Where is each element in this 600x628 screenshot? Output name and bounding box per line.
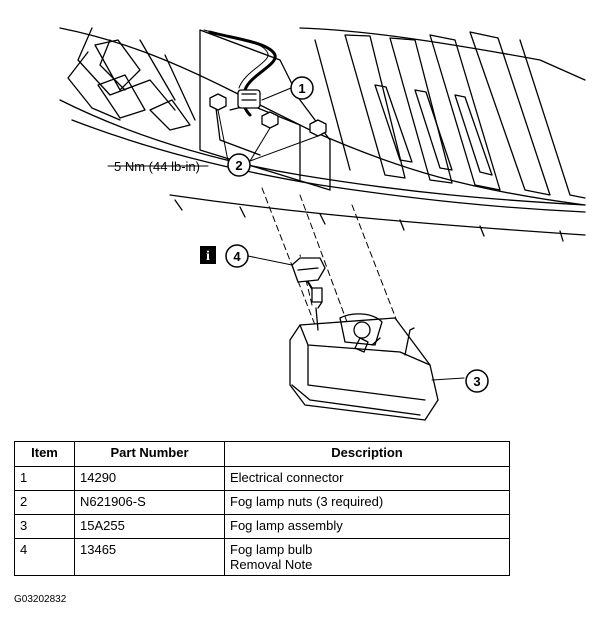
item-cell: 3 xyxy=(14,514,75,539)
fog-lamp-assembly xyxy=(289,301,439,421)
leader-lines xyxy=(107,87,465,381)
description-cell: Fog lamp nuts (3 required) xyxy=(224,490,510,515)
svg-text:2: 2 xyxy=(235,158,242,173)
callout-3: 3 xyxy=(465,369,489,393)
header-item: Item xyxy=(14,441,75,467)
part-number-cell: 14290 xyxy=(74,466,225,491)
callout-1: 1 xyxy=(290,76,314,100)
table-row: 3 15A255 Fog lamp assembly xyxy=(14,514,510,539)
item-cell: 2 xyxy=(14,490,75,515)
fog-lamp-nuts xyxy=(209,93,327,137)
svg-text:3: 3 xyxy=(473,374,480,389)
info-icon: i xyxy=(200,246,216,264)
header-description: Description xyxy=(224,441,510,467)
torque-spec-label: 5 Nm (44 lb-in) xyxy=(114,159,200,174)
electrical-connector xyxy=(203,29,277,117)
callout-4: 4 xyxy=(225,244,249,268)
part-number-cell: N621906-S xyxy=(74,490,225,515)
fog-lamp-bulb xyxy=(291,257,326,303)
description-cell: Electrical connector xyxy=(224,466,510,491)
item-cell: 1 xyxy=(14,466,75,491)
part-number-cell: 13465 xyxy=(74,538,225,576)
svg-text:4: 4 xyxy=(233,249,241,264)
callout-2: 2 xyxy=(227,153,251,177)
svg-text:1: 1 xyxy=(298,81,305,96)
bumper-fascia xyxy=(59,27,586,242)
figure-code: G03202832 xyxy=(14,594,67,605)
part-number-cell: 15A255 xyxy=(74,514,225,539)
table-row: 4 13465 Fog lamp bulb Removal Note xyxy=(14,538,510,576)
table-row: 1 14290 Electrical connector xyxy=(14,466,510,491)
parts-table: Item Part Number Description 1 14290 Ele… xyxy=(14,441,510,576)
table-row: 2 N621906-S Fog lamp nuts (3 required) xyxy=(14,490,510,515)
parts-table-header: Item Part Number Description xyxy=(14,441,510,467)
description-cell: Fog lamp assembly xyxy=(224,514,510,539)
fog-lamp-exploded-diagram: 5 Nm (44 lb-in) 1 2 3 4 i xyxy=(59,27,586,421)
header-part-number: Part Number xyxy=(74,441,225,467)
item-cell: 4 xyxy=(14,538,75,576)
description-cell: Fog lamp bulb Removal Note xyxy=(224,538,510,576)
removal-note-link[interactable]: Removal Note xyxy=(230,557,313,572)
svg-text:i: i xyxy=(206,249,210,264)
